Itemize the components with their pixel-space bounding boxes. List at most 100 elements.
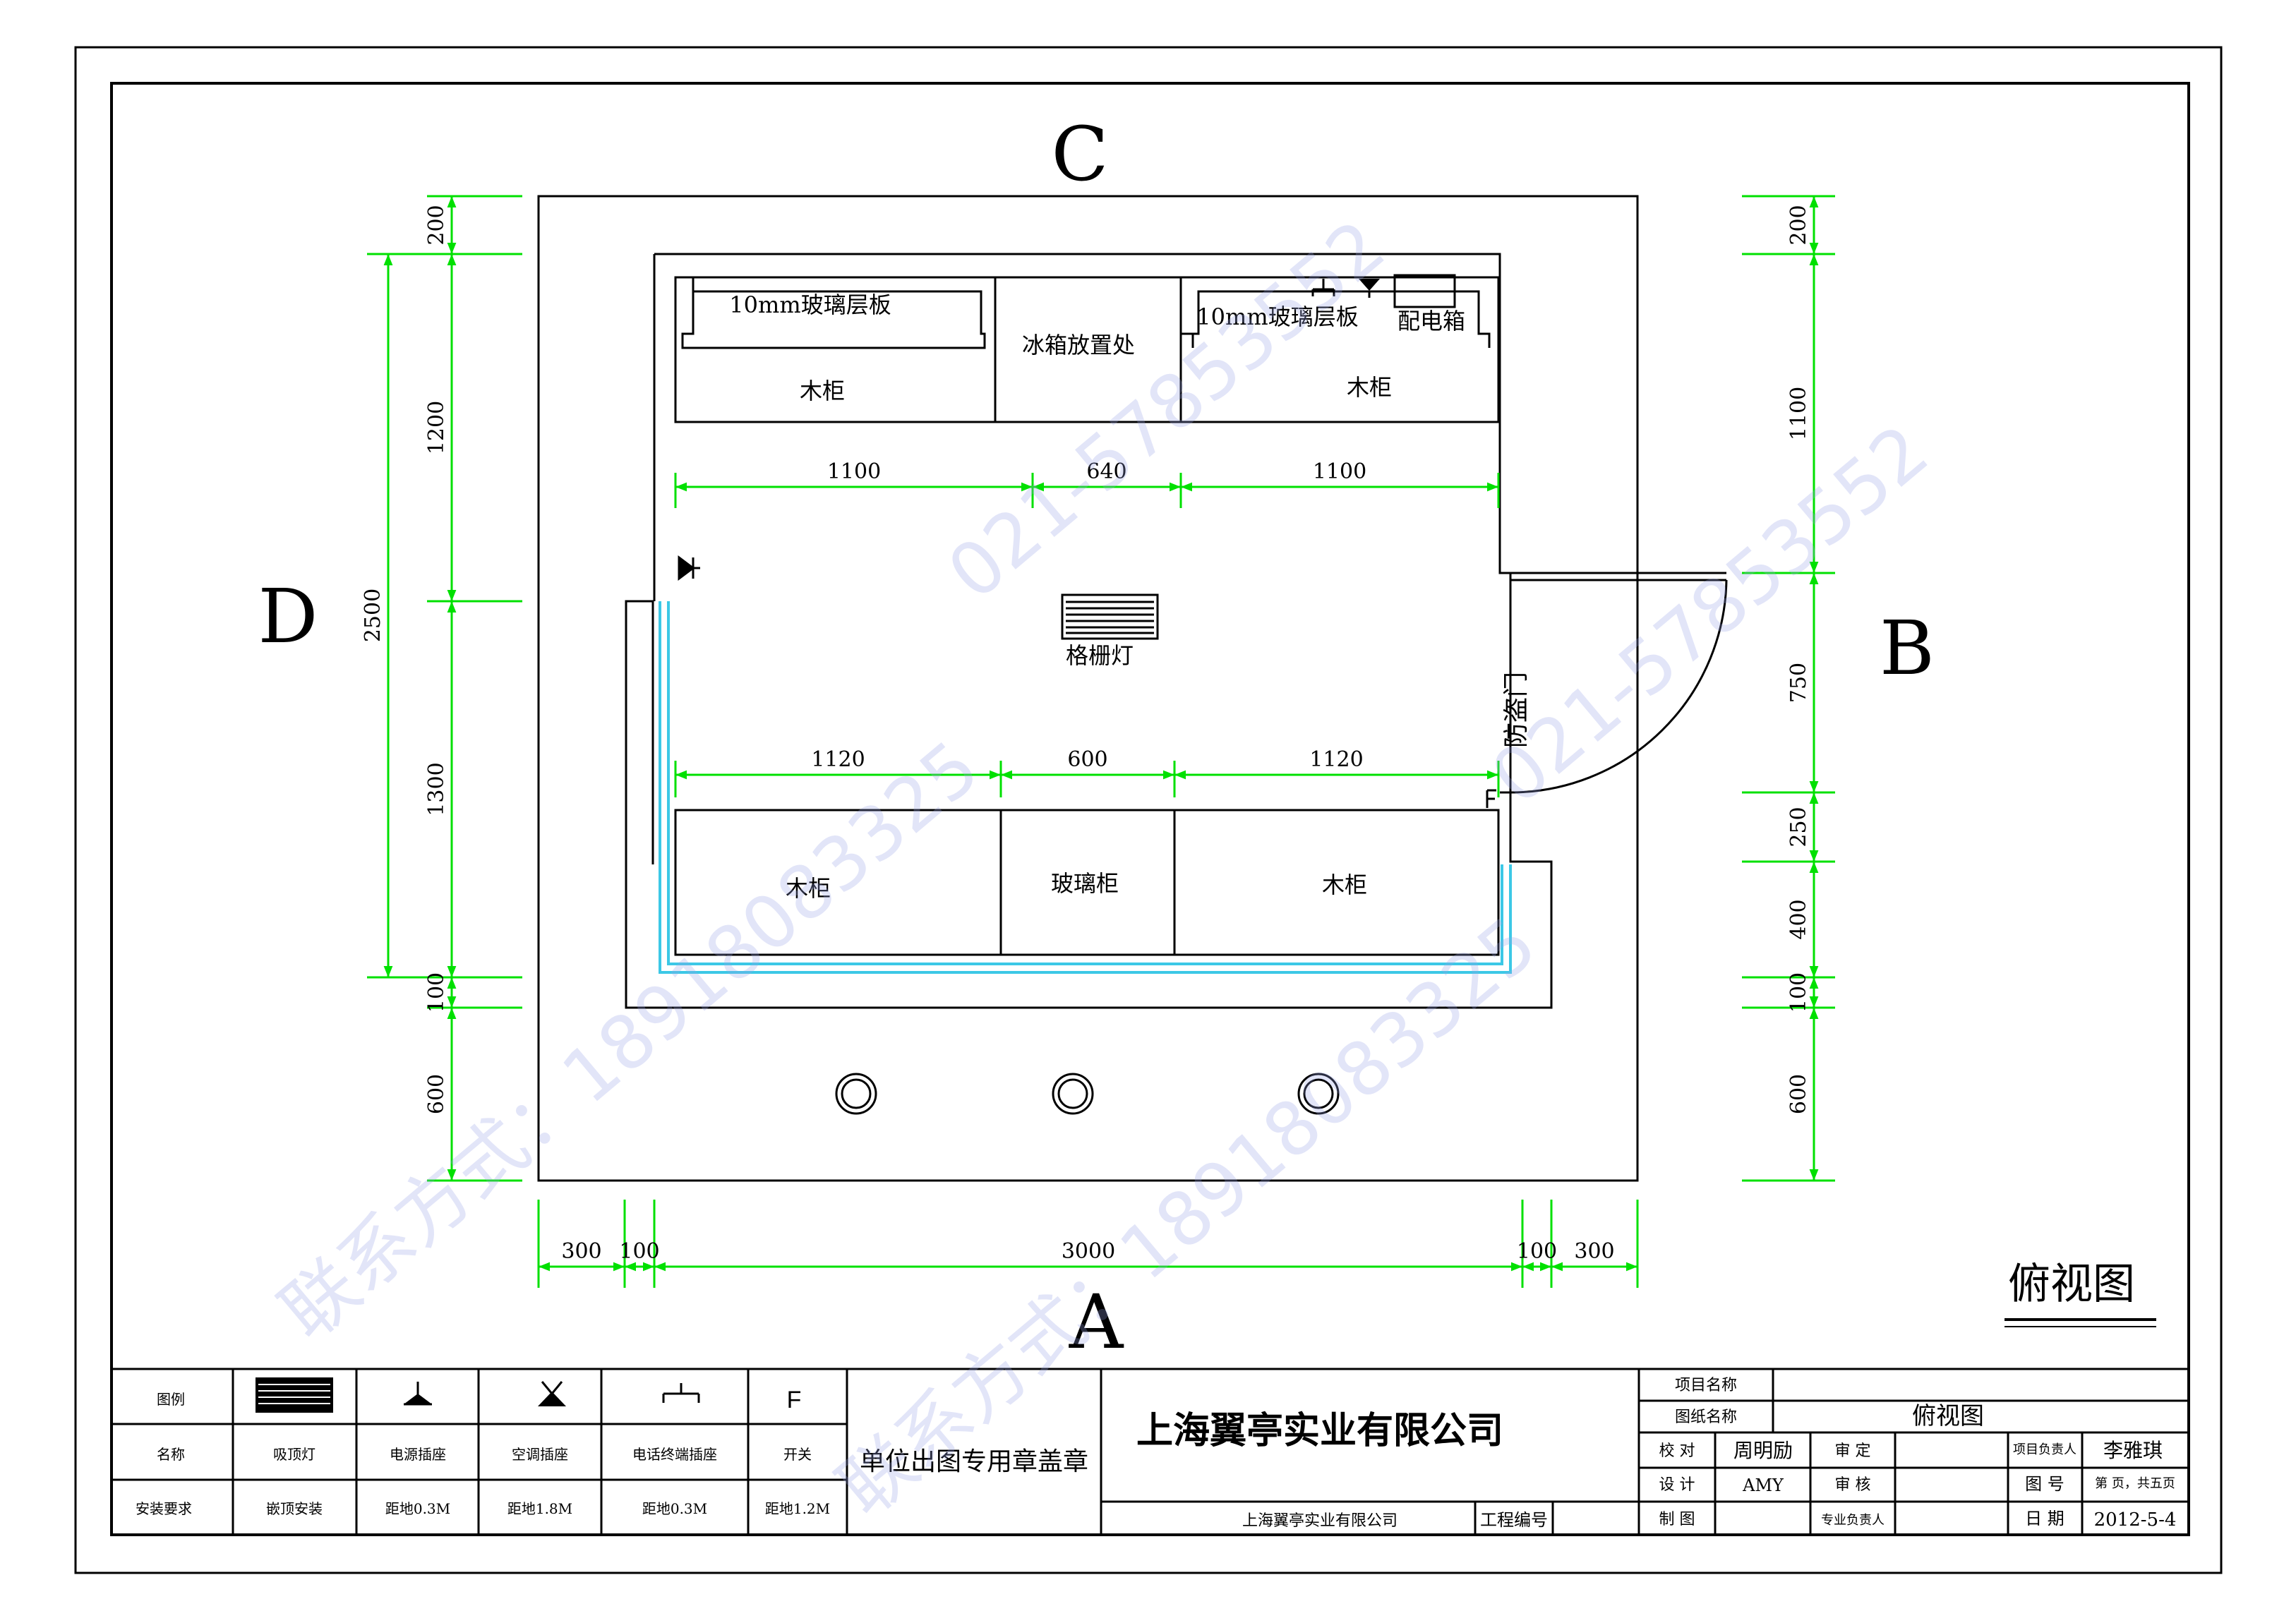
dimension-label: 100 (619, 1239, 659, 1264)
ceiling-light (835, 1073, 877, 1115)
legend-row-name-label: 名称 (157, 1446, 185, 1463)
direction-label-west: D (258, 573, 318, 660)
label-grille-light: 格栅灯 (1066, 642, 1134, 669)
bottom-cabinet-outline (674, 809, 1500, 956)
circle (1057, 1078, 1088, 1109)
dimension-label: 100 (424, 972, 449, 1013)
dimension-label: 750 (1786, 663, 1811, 703)
legend-name-ac-socket: 空调插座 (512, 1446, 568, 1463)
ac-socket-icon (538, 1381, 566, 1406)
ceiling-light (1297, 1073, 1340, 1115)
drawing-no-label: 图 号 (2025, 1474, 2064, 1494)
company-name-small: 上海翼亭实业有限公司 (1242, 1512, 1398, 1530)
dimension-label: 300 (561, 1239, 601, 1264)
legend-install: 嵌顶安装 距地0.3M 距地1.8M 距地0.3M 距地1.2M (266, 1500, 830, 1517)
top-cabinet-outline (674, 276, 1500, 423)
distribution-box-outline (1393, 274, 1456, 308)
legend-install-phone-socket: 距地0.3M (642, 1500, 707, 1517)
legend-install-ceiling-light: 嵌顶安装 (266, 1500, 323, 1517)
legend-name-power-socket: 电源插座 (390, 1446, 446, 1463)
project-number-label: 工程编号 (1480, 1510, 1548, 1530)
label-glass-cabinet: 玻璃柜 (1051, 870, 1119, 897)
glass-shelf-left (675, 276, 986, 349)
draft-label: 制 图 (1659, 1511, 1695, 1528)
drawing-name: 俯视图 (1912, 1402, 1984, 1430)
dimension-label: 1200 (424, 401, 449, 454)
legend-row-icon-label: 图例 (157, 1391, 185, 1408)
label-glass-shelf-left: 10mm玻璃层板 (729, 291, 891, 318)
circle (841, 1078, 872, 1109)
page-info: 第 页，共五页 (2095, 1476, 2175, 1491)
label-cabinet-bottom-left: 木柜 (786, 875, 831, 902)
dimension-label: 640 (1086, 459, 1126, 484)
outer-border (74, 46, 2223, 1574)
legend-name-switch: 开关 (783, 1446, 812, 1463)
proofreader: 周明励 (1733, 1439, 1793, 1462)
dimension-label: 200 (424, 205, 449, 245)
dimension-label: 1100 (827, 459, 881, 484)
power-socket-symbol (1359, 279, 1380, 298)
outer-floor-outline (537, 195, 1639, 1182)
legend-install-ac-socket: 距地1.8M (507, 1500, 572, 1517)
review-label: 审 核 (1835, 1476, 1871, 1494)
phone-socket-icon (662, 1383, 700, 1403)
project-lead-label: 项目负责人 (2013, 1442, 2076, 1457)
room-wall (625, 253, 1553, 1009)
approve-label: 审 定 (1835, 1442, 1871, 1460)
dimension-label: 3000 (1062, 1239, 1115, 1264)
ceiling-light-icon (256, 1377, 333, 1413)
proofread-label: 校 对 (1659, 1442, 1695, 1460)
ceiling-lights (835, 1073, 1340, 1115)
glass-shelf-right (1181, 290, 1491, 348)
dimension-label: 1120 (1309, 747, 1363, 772)
label-glass-shelf-right: 10mm玻璃层板 (1196, 303, 1358, 330)
project-lead: 李雅琪 (2103, 1439, 2163, 1462)
dimension-label: 250 (1786, 807, 1811, 847)
label-cabinet-top-left: 木柜 (800, 378, 845, 404)
dimension-label: 1100 (1313, 459, 1366, 484)
legend-install-power-socket: 距地0.3M (385, 1500, 450, 1517)
dimension-label: 600 (1067, 747, 1107, 772)
light-strip-pipe (659, 601, 1512, 974)
date-label: 日 期 (2025, 1509, 2064, 1528)
legend-name-ceiling-light: 吸顶灯 (273, 1446, 315, 1463)
legend-install-switch: 距地1.2M (765, 1500, 830, 1517)
dimension-label: 100 (1786, 972, 1811, 1013)
stamp-note: 单位出图专用章盖章 (860, 1447, 1088, 1476)
direction-label-east: B (1880, 605, 1935, 692)
direction-label-north: C (1051, 111, 1108, 198)
label-cabinet-bottom-right: 木柜 (1322, 871, 1367, 898)
dimension-label: 1100 (1786, 387, 1811, 440)
legend-names: 吸顶灯 电源插座 空调插座 电话终端插座 开关 (273, 1446, 812, 1463)
view-title: 俯视图 (2008, 1260, 2135, 1309)
label-distribution-box: 配电箱 (1398, 308, 1465, 334)
ac-socket-symbol (678, 555, 700, 581)
dimension-label: 200 (1786, 205, 1811, 245)
legend-row-install-label: 安装要求 (136, 1500, 192, 1517)
phone-socket-symbol (1311, 279, 1335, 296)
switch-symbol (1486, 789, 1496, 808)
dimension-label: 300 (1574, 1239, 1614, 1264)
project-name-label: 项目名称 (1675, 1377, 1737, 1394)
top-cabinets (674, 274, 1500, 423)
specialty-lead-label: 专业负责人 (1821, 1513, 1885, 1528)
dimension-label: 100 (1517, 1239, 1557, 1264)
label-security-door: 防盗门 (1502, 672, 1531, 748)
drawing-name-label: 图纸名称 (1675, 1408, 1737, 1426)
booth-outlines (537, 195, 1639, 1182)
label-cabinet-top-right: 木柜 (1347, 374, 1392, 401)
dimension-label: 400 (1786, 899, 1811, 939)
title-block-grid (110, 1368, 2190, 1536)
design-label: 设 计 (1659, 1476, 1695, 1494)
dimension-label: 600 (1786, 1074, 1811, 1114)
title-block-fields: 项目名称 图纸名称 俯视图 校 对 周明励 审 定 项目负责人 李雅琪 设 计 … (1659, 1377, 2177, 1531)
power-socket-icon (404, 1382, 432, 1406)
bottom-cabinets (674, 809, 1500, 956)
dimension-label: 600 (424, 1074, 449, 1114)
designer: AMY (1742, 1476, 1784, 1495)
grille-light-symbol (1061, 593, 1159, 640)
dimension-label: 2500 (361, 589, 385, 642)
dimension-lines (367, 195, 1835, 1288)
